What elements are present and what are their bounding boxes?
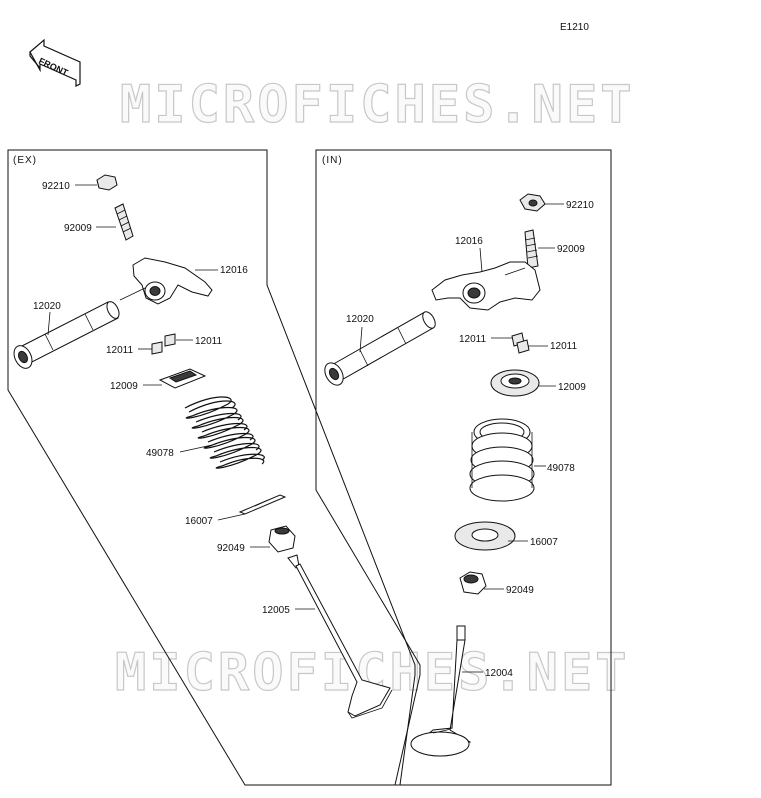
ex-valve-spring [184, 396, 265, 469]
in-adjusting-screw-part-number: 92009 [557, 244, 585, 255]
in-rocker-shaft [324, 311, 436, 386]
in-spring-seat-part-number: 16007 [530, 537, 558, 548]
in-valve-part-number: 12004 [485, 668, 513, 679]
ex-valve-spring-part-number: 49078 [146, 448, 174, 459]
ex-cotter-b-part-number: 12011 [106, 345, 134, 356]
ex-cotter-a [164, 333, 176, 347]
ex-adjusting-screw [114, 203, 134, 241]
ref-code: E1210 [560, 22, 589, 33]
in-retainer [490, 369, 540, 397]
in-spring-seat [454, 521, 516, 551]
ex-cotter-a-part-number: 12011 [195, 336, 223, 347]
front-arrow-icon: FRONT [29, 38, 81, 87]
ex-nut-part-number: 92210 [42, 181, 70, 192]
ex-valve [287, 554, 393, 719]
watermark-bottom: MICROFICHES.NET [115, 643, 630, 703]
in-cotter-b [516, 339, 530, 354]
in-nut-part-number: 92210 [566, 200, 594, 211]
ex-spring-seat-part-number: 16007 [185, 516, 213, 527]
in-rocker-arm [431, 261, 541, 311]
in-oil-seal-part-number: 92049 [506, 585, 534, 596]
ex-oil-seal [268, 525, 296, 553]
ex-section-label: (EX) [13, 155, 37, 166]
in-cotter-b-part-number: 12011 [550, 341, 578, 352]
ex-nut [96, 174, 118, 191]
watermark-top: MICROFICHES.NET [120, 75, 635, 135]
in-adjusting-screw [524, 229, 539, 269]
ex-rocker-shaft-part-number: 12020 [33, 301, 61, 312]
in-valve-spring-part-number: 49078 [547, 463, 575, 474]
ex-spring-seat [238, 494, 287, 515]
ex-section-frame [7, 149, 416, 786]
ex-rocker-arm-part-number: 12016 [220, 265, 248, 276]
ex-cotter-b [151, 341, 163, 355]
in-nut [519, 193, 546, 212]
in-section-frame [315, 149, 612, 786]
ex-retainer [158, 368, 207, 389]
in-valve [410, 625, 472, 757]
in-valve-spring [469, 418, 535, 502]
ex-rocker-arm [132, 257, 213, 305]
in-oil-seal [459, 571, 487, 595]
ex-retainer-part-number: 12009 [110, 381, 138, 392]
in-rocker-arm-part-number: 12016 [455, 236, 483, 247]
ex-valve-part-number: 12005 [262, 605, 290, 616]
ex-rocker-shaft [13, 301, 120, 369]
ex-oil-seal-part-number: 92049 [217, 543, 245, 554]
in-cotter-a-part-number: 12011 [459, 334, 487, 345]
ex-adjusting-screw-part-number: 92009 [64, 223, 92, 234]
in-retainer-part-number: 12009 [558, 382, 586, 393]
in-rocker-shaft-part-number: 12020 [346, 314, 374, 325]
in-section-label: (IN) [322, 155, 343, 166]
